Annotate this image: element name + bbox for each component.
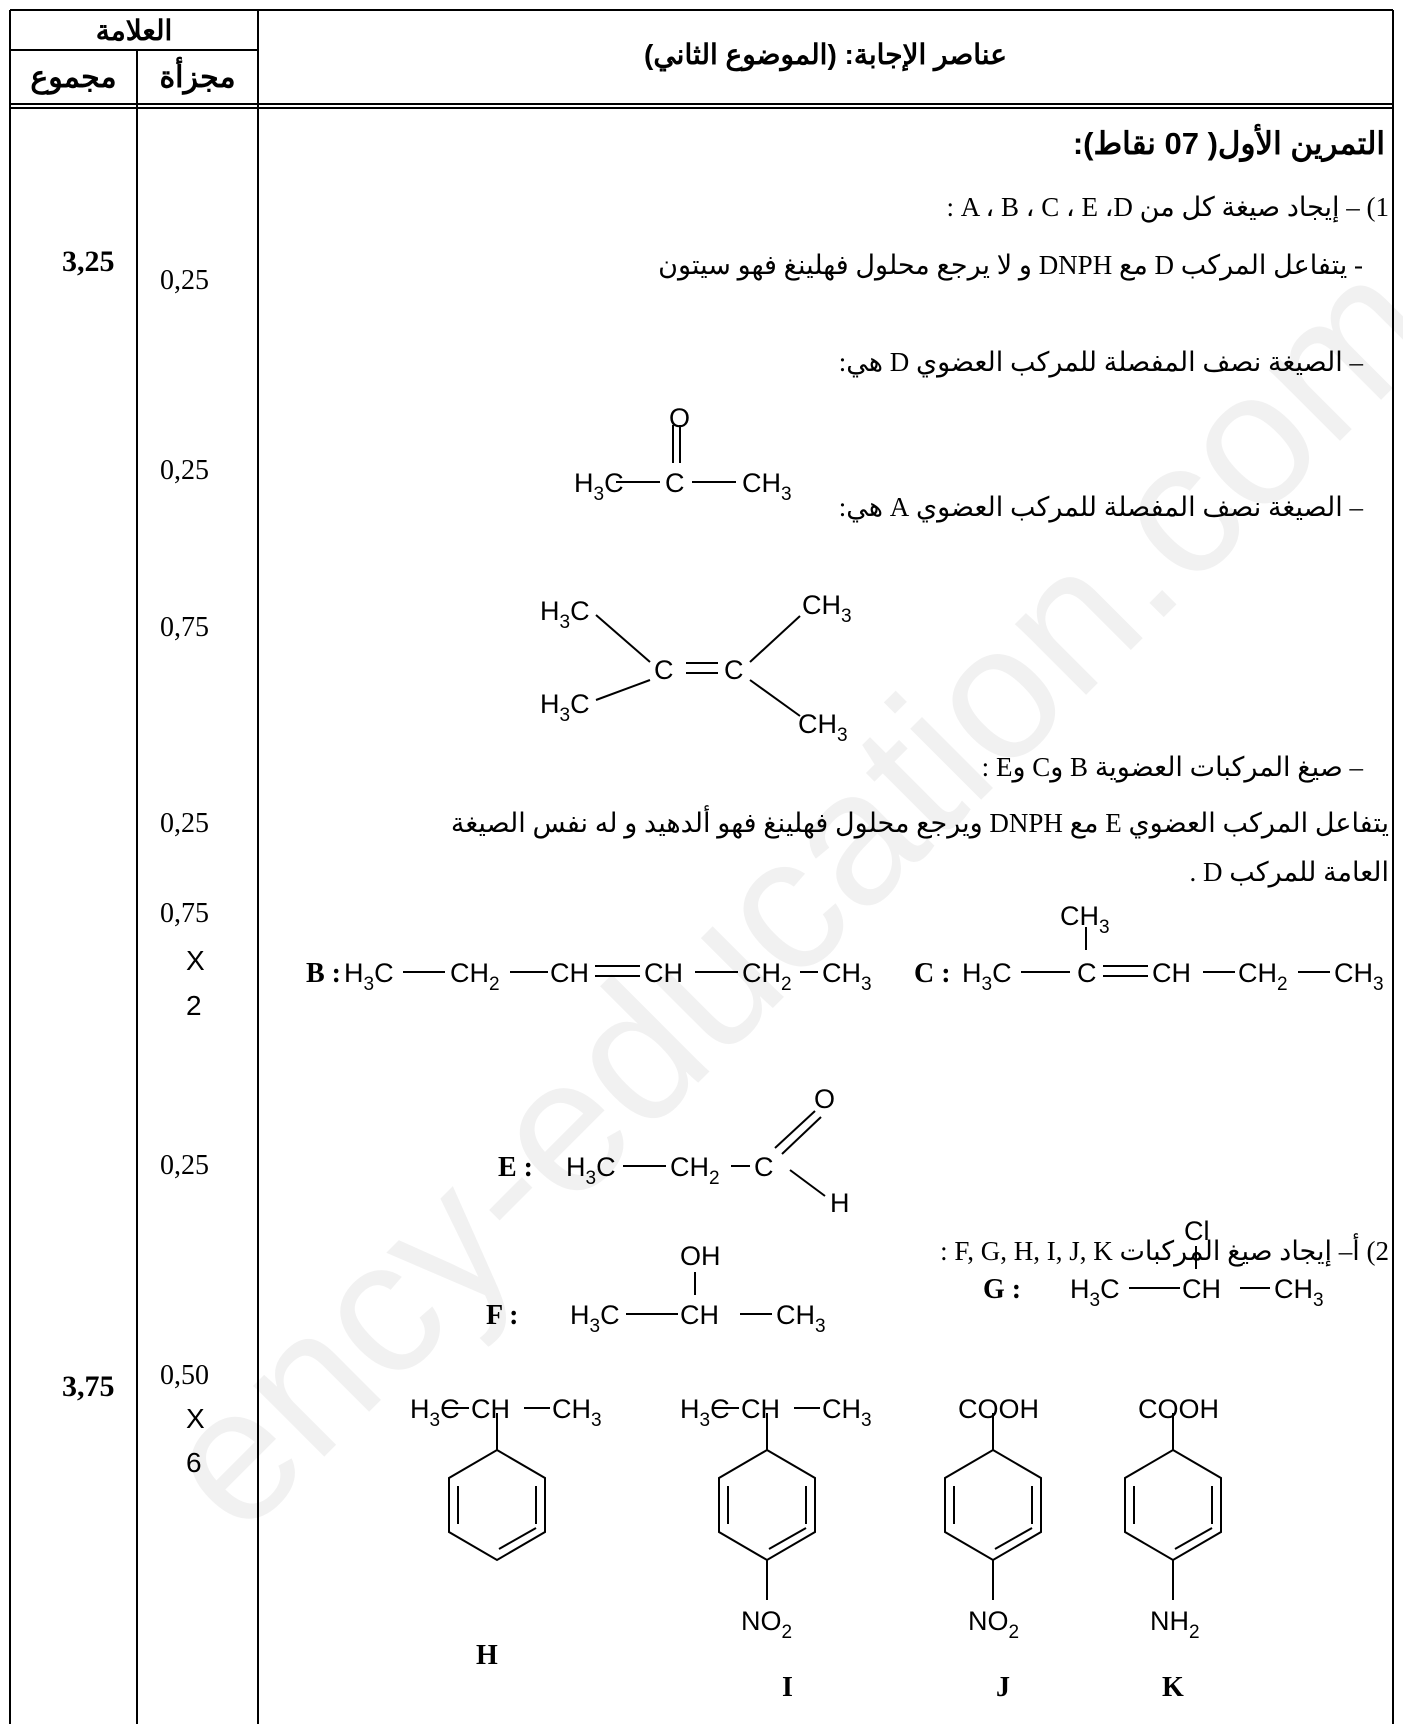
chem-group: CH bbox=[471, 1394, 510, 1424]
chem-group: COOH bbox=[1138, 1394, 1219, 1424]
chem-group: CH3 bbox=[1274, 1274, 1324, 1311]
chem-atom: C bbox=[724, 655, 744, 685]
compound-label-k: K bbox=[1162, 1672, 1184, 1703]
partial-mark: 0,25 bbox=[160, 1150, 209, 1181]
chem-group: CH2 bbox=[742, 958, 792, 995]
chem-group: CH3 bbox=[802, 590, 852, 627]
partial-mark-count: 6 bbox=[186, 1447, 202, 1478]
compound-label-b: B : bbox=[306, 958, 341, 989]
partial-mark-count: 2 bbox=[186, 990, 202, 1021]
chem-group: CH3 bbox=[1334, 958, 1384, 995]
formula-d-intro: – الصيغة نصف المفصلة للمركب العضوي D هي: bbox=[838, 347, 1363, 377]
question-2: 2) أ– إيجاد صيغ المركبات F, G, H, I, J, … bbox=[940, 1236, 1389, 1266]
chem-group: CH bbox=[1152, 958, 1191, 988]
chem-group: CH bbox=[644, 958, 683, 988]
chem-group: CH3 bbox=[822, 1394, 872, 1431]
chem-atom: C bbox=[665, 468, 685, 498]
partial-mark: 0,25 bbox=[160, 808, 209, 839]
chem-group: NH2 bbox=[1150, 1606, 1200, 1643]
partial-mark-multiplier: X bbox=[186, 1403, 205, 1434]
formula-a-intro: – الصيغة نصف المفصلة للمركب العضوي A هي: bbox=[838, 492, 1363, 522]
chem-group: CH2 bbox=[450, 958, 500, 995]
answer-title: عناصر الإجابة: (الموضوع الثاني) bbox=[644, 39, 1007, 70]
chem-group: CH3 bbox=[742, 468, 792, 505]
chem-group: H3C bbox=[566, 1152, 616, 1189]
chem-group: H3C bbox=[962, 958, 1012, 995]
compound-label-h: H bbox=[476, 1640, 498, 1671]
compound-label-j: J bbox=[996, 1672, 1010, 1703]
compound-label-f: F : bbox=[486, 1300, 518, 1331]
question-1: 1) – إيجاد صيغة كل من A ، B ، C ، E ،D : bbox=[946, 192, 1389, 222]
chem-atom: C bbox=[1077, 958, 1097, 988]
chem-group: CH3 bbox=[822, 958, 872, 995]
chem-group: H3C bbox=[680, 1394, 730, 1431]
chem-group: CH3 bbox=[1060, 901, 1110, 938]
chem-atom: Cl bbox=[1184, 1216, 1210, 1246]
chem-group: NO2 bbox=[968, 1606, 1019, 1643]
chem-group: H3C bbox=[344, 958, 394, 995]
chem-group: CH3 bbox=[798, 709, 848, 746]
aldehyde-statement: يتفاعل المركب العضوي E مع DNPH ويرجع محل… bbox=[450, 808, 1389, 838]
chem-atom: C bbox=[754, 1152, 774, 1182]
compound-label-c: C : bbox=[914, 958, 951, 989]
chem-group: H3C bbox=[540, 596, 590, 633]
total-header: مجموع bbox=[30, 61, 117, 94]
partial-mark: 0,25 bbox=[160, 265, 209, 296]
chem-group: H3C bbox=[570, 1300, 620, 1337]
partial-header: مجزأة bbox=[159, 61, 236, 94]
compound-label-e: E : bbox=[498, 1152, 533, 1183]
ketone-statement: - يتفاعل المركب D مع DNPH و لا يرجع محلو… bbox=[658, 250, 1363, 280]
chem-group: NO2 bbox=[741, 1606, 792, 1643]
total-score-1: 3,25 bbox=[62, 245, 115, 278]
chem-atom: C bbox=[654, 655, 674, 685]
chem-group: H3C bbox=[410, 1394, 460, 1431]
chem-group: CH bbox=[680, 1300, 719, 1330]
chem-group: CH bbox=[550, 958, 589, 988]
compound-label-g: G : bbox=[983, 1274, 1021, 1305]
chem-group: CH3 bbox=[776, 1300, 826, 1337]
chem-group: H3C bbox=[540, 689, 590, 726]
compound-label-i: I bbox=[782, 1672, 793, 1703]
chem-group: H3C bbox=[574, 468, 624, 505]
grade-header: العلامة bbox=[95, 15, 173, 46]
partial-mark: 0,50 bbox=[160, 1360, 209, 1391]
exercise-title: التمرين الأول( 07 نقاط): bbox=[1072, 126, 1385, 161]
aldehyde-statement-cont: العامة للمركب D . bbox=[1189, 857, 1389, 887]
chem-group: CH bbox=[1182, 1274, 1221, 1304]
chem-group: CH bbox=[741, 1394, 780, 1424]
partial-mark: 0,75 bbox=[160, 612, 209, 643]
chem-atom: H bbox=[830, 1188, 850, 1218]
chem-group: CH2 bbox=[670, 1152, 720, 1189]
partial-mark-multiplier: X bbox=[186, 945, 205, 976]
partial-mark: 0,75 bbox=[160, 898, 209, 929]
chem-group: CH2 bbox=[1238, 958, 1288, 995]
partial-mark: 0,25 bbox=[160, 455, 209, 486]
chem-atom: O bbox=[814, 1084, 835, 1114]
chem-group: H3C bbox=[1070, 1274, 1120, 1311]
chem-group: COOH bbox=[958, 1394, 1039, 1424]
chem-atom: O bbox=[669, 403, 690, 433]
total-score-2: 3,75 bbox=[62, 1370, 115, 1403]
bce-intro: – صيغ المركبات العضوية B وC وE : bbox=[981, 752, 1363, 782]
chem-group: OH bbox=[680, 1241, 721, 1271]
chem-group: CH3 bbox=[552, 1394, 602, 1431]
